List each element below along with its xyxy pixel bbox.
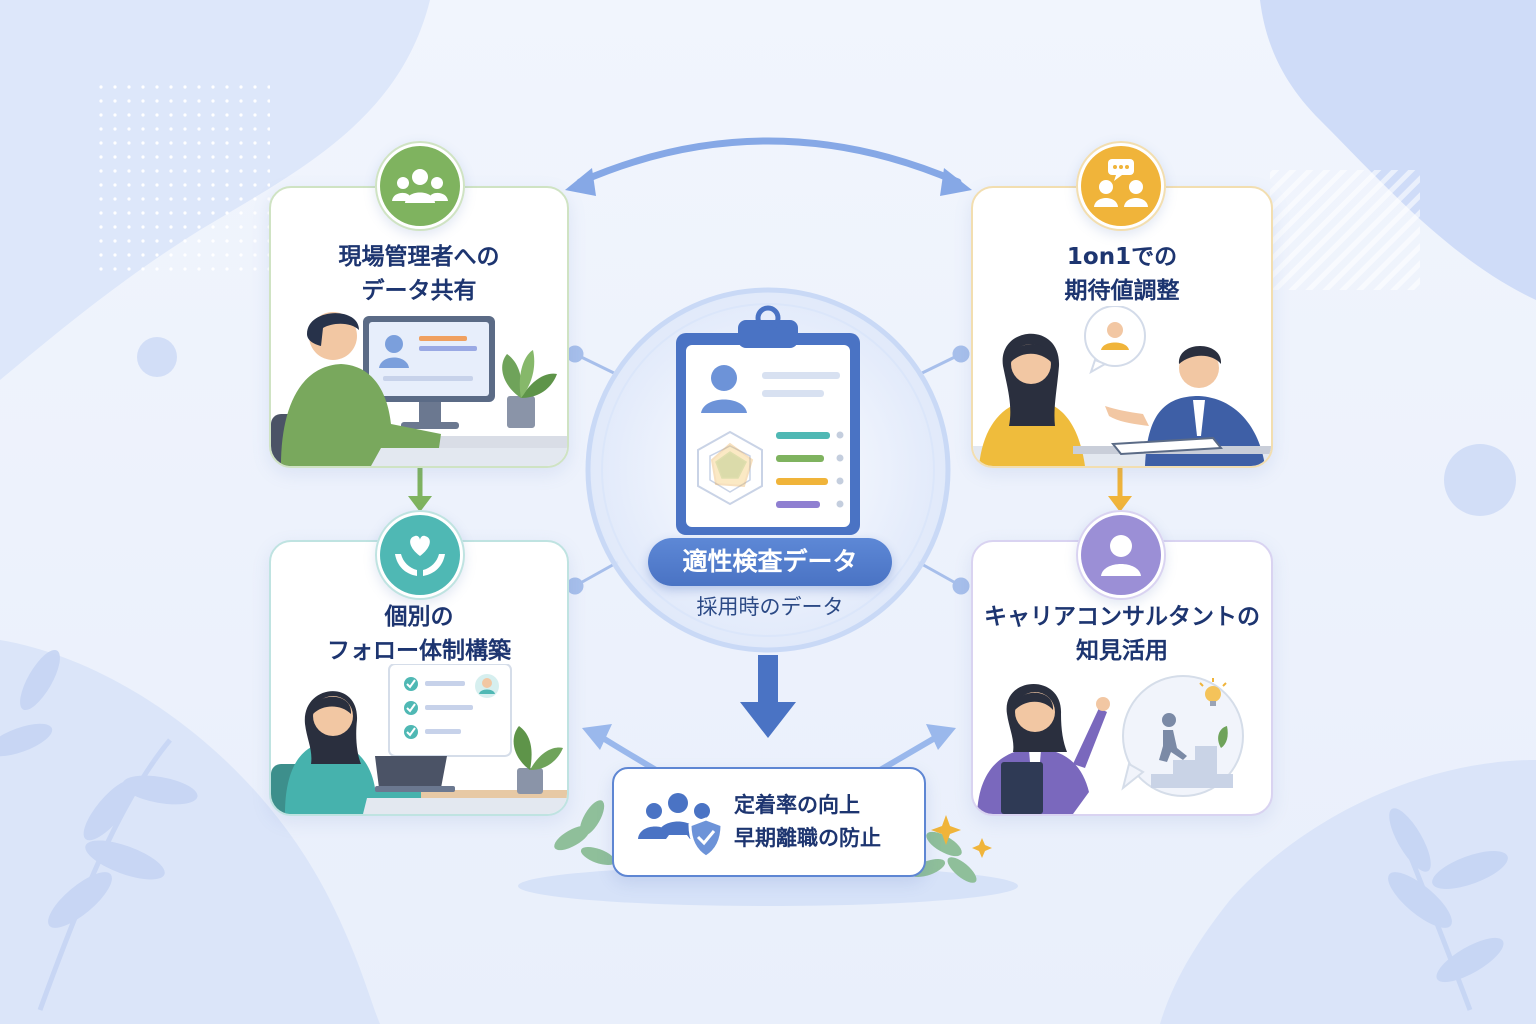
card-title: 1on1での 期待値調整 bbox=[1064, 244, 1180, 304]
card-follow-system[interactable]: 個別の フォロー体制構築 bbox=[269, 540, 569, 816]
arrow-share-to-follow bbox=[408, 466, 432, 512]
card-title: キャリアコンサルタントの 知見活用 bbox=[984, 604, 1260, 664]
card-data-share[interactable]: 現場管理者への データ共有 bbox=[269, 186, 569, 468]
leaves-left bbox=[0, 649, 198, 1011]
badge-care bbox=[375, 510, 465, 600]
chat-people-icon bbox=[1094, 159, 1148, 207]
card-one-on-one[interactable]: 1on1での 期待値調整 bbox=[971, 186, 1273, 468]
deco-circle-right bbox=[1444, 444, 1516, 516]
top-cycle-arrow bbox=[576, 137, 962, 186]
deco-circle-left bbox=[137, 337, 177, 377]
result-box[interactable]: 定着率の向上 早期離職の防止 bbox=[612, 767, 926, 877]
manager-scene bbox=[271, 312, 567, 466]
consultant-scene bbox=[977, 675, 1244, 814]
person-icon bbox=[1101, 535, 1141, 576]
badge-person bbox=[1076, 510, 1166, 600]
team-icon bbox=[392, 169, 448, 203]
sparkle-icon bbox=[931, 815, 992, 858]
recruitment-data-sublabel: 採用時のデータ bbox=[696, 595, 844, 619]
dot-pattern bbox=[90, 85, 270, 275]
clipboard-icon bbox=[676, 305, 860, 535]
aptitude-data-label[interactable]: 適性検査データ bbox=[648, 538, 892, 586]
leaves-right bbox=[1388, 808, 1508, 1011]
result-leaves bbox=[554, 800, 977, 883]
arrow-oneonone-to-consultant bbox=[1108, 466, 1132, 512]
blob-top-right bbox=[1260, 0, 1536, 300]
team-shield-icon bbox=[638, 793, 724, 859]
blob-bottom-right bbox=[1160, 760, 1536, 1024]
early-turnover-prevention: 早期離職の防止 bbox=[734, 826, 881, 850]
card-title: 個別の フォロー体制構築 bbox=[327, 604, 511, 664]
badge-chat bbox=[1076, 141, 1166, 231]
result-text: 定着率の向上 早期離職の防止 bbox=[734, 789, 881, 855]
meeting-scene bbox=[973, 306, 1271, 466]
card-title: 現場管理者への データ共有 bbox=[338, 244, 500, 304]
blob-bottom-left bbox=[0, 640, 380, 1024]
follow-scene bbox=[271, 664, 567, 814]
heart-hands-icon bbox=[395, 535, 445, 576]
down-arrow bbox=[740, 655, 796, 738]
badge-team bbox=[375, 141, 465, 231]
retention-improvement: 定着率の向上 bbox=[734, 793, 860, 817]
stripe-pattern bbox=[1270, 170, 1420, 290]
